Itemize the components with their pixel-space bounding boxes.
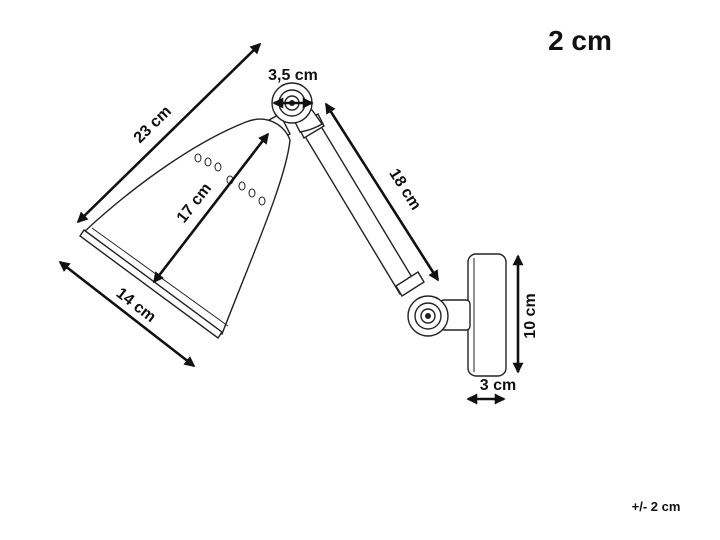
label-shade-length: 23 cm — [131, 103, 175, 147]
dim-arrow-shade-depth — [152, 132, 270, 284]
dim-arrow-arm-length — [324, 102, 440, 282]
lower-joint-knob — [407, 295, 449, 337]
wall-base-plate — [467, 253, 507, 377]
label-joint-diameter: 3,5 cm — [268, 67, 318, 84]
label-base-height: 10 cm — [522, 293, 539, 338]
lamp-arm — [289, 106, 471, 331]
tolerance-label: +/- 2 cm — [632, 499, 681, 514]
dim-arrow-shade-opening — [58, 260, 196, 368]
label-base-depth: 3 cm — [480, 377, 516, 394]
scale-label: 2 cm — [548, 25, 612, 56]
